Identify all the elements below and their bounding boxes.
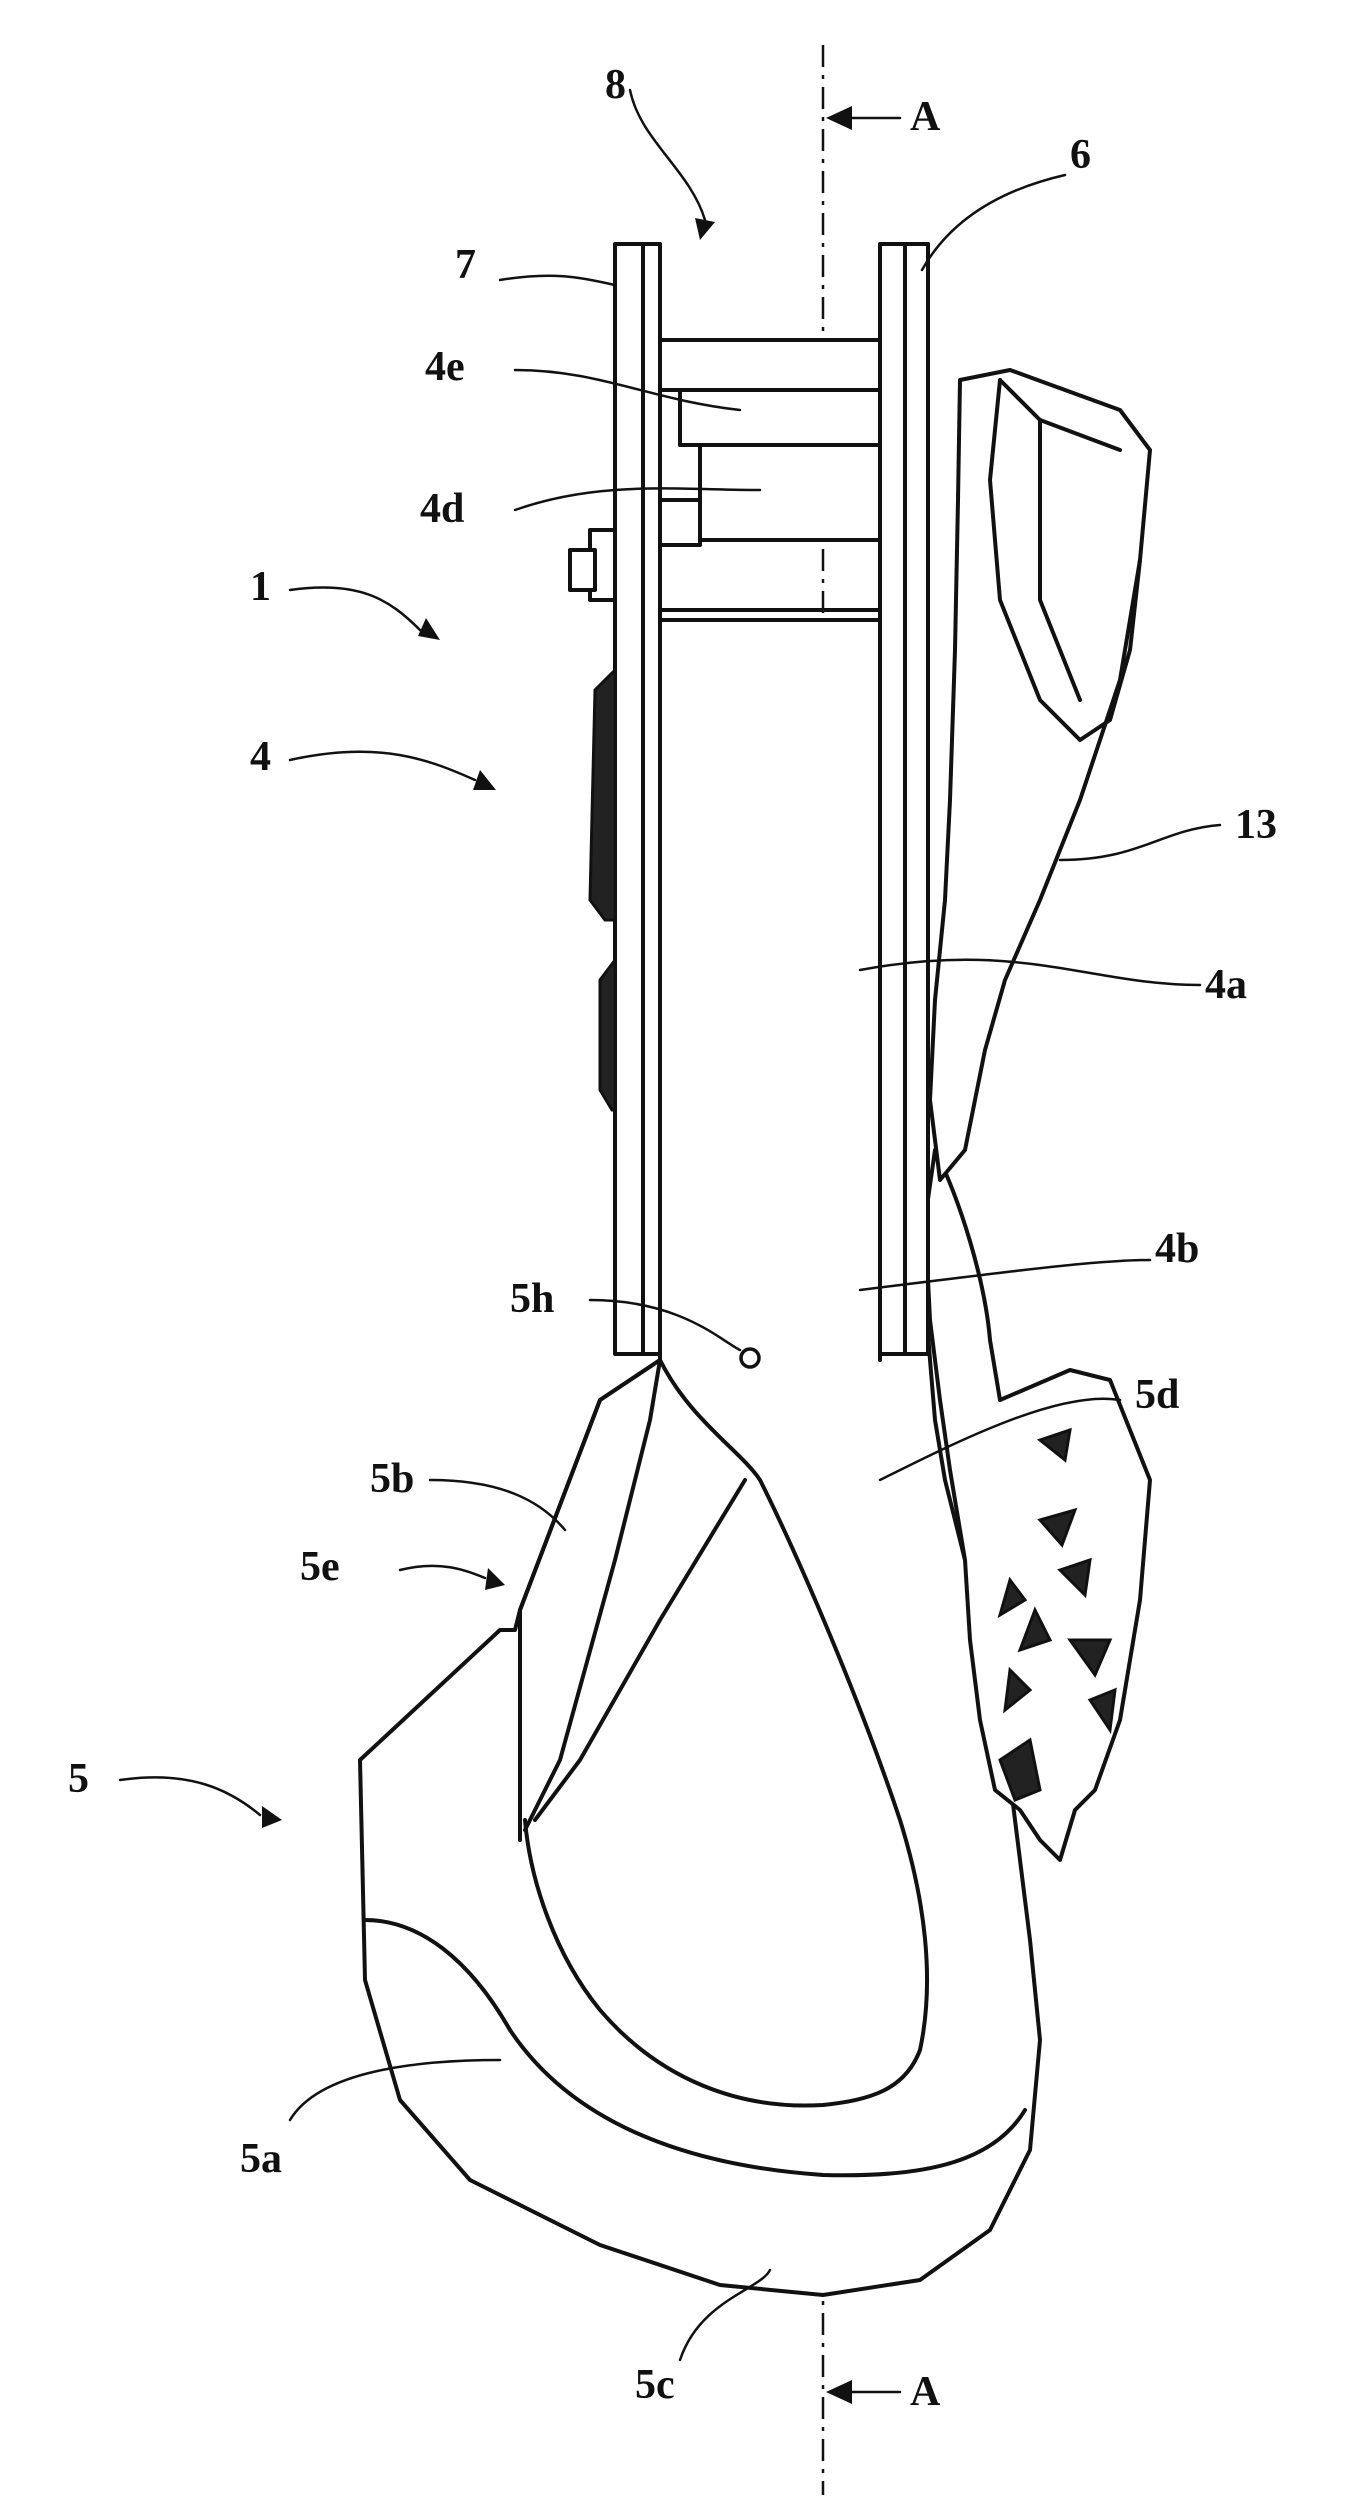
label-4b: 4b xyxy=(1155,1226,1199,1272)
label-4a: 4a xyxy=(1205,962,1247,1008)
label-8: 8 xyxy=(605,62,626,108)
label-5e: 5e xyxy=(300,1544,340,1590)
left-cam xyxy=(590,670,615,920)
label-section-top: A xyxy=(910,94,941,140)
bar-4e xyxy=(660,340,880,390)
label-5b: 5b xyxy=(370,1456,414,1502)
hook-body xyxy=(360,620,1040,2295)
label-5h: 5h xyxy=(510,1276,554,1322)
label-13: 13 xyxy=(1235,802,1277,848)
label-4d: 4d xyxy=(420,486,464,532)
hole-5h xyxy=(741,1349,759,1367)
label-5: 5 xyxy=(68,1756,89,1802)
label-5a: 5a xyxy=(240,2136,282,2182)
section-arrow-top xyxy=(826,106,900,130)
section-arrow-bottom xyxy=(826,2380,900,2404)
label-1: 1 xyxy=(250,564,271,610)
label-4: 4 xyxy=(250,734,271,780)
label-5d: 5d xyxy=(1135,1372,1179,1418)
label-7: 7 xyxy=(455,242,476,288)
label-4e: 4e xyxy=(425,344,465,390)
label-6: 6 xyxy=(1070,132,1091,178)
label-section-bottom: A xyxy=(910,2369,941,2415)
label-5c: 5c xyxy=(635,2362,675,2408)
